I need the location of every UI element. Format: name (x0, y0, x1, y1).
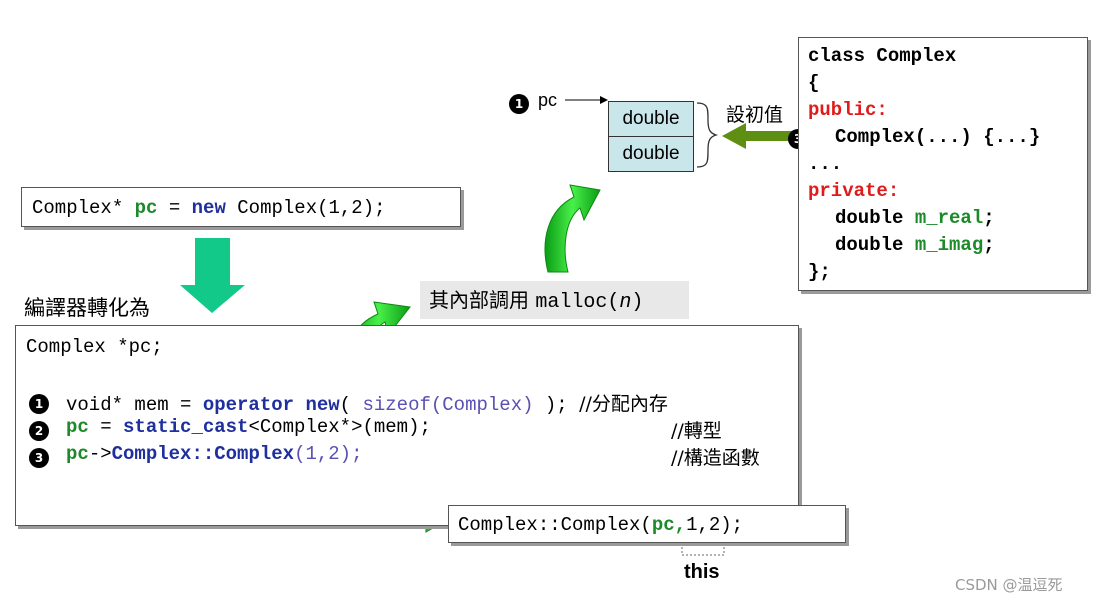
class-line-private: private: (808, 180, 900, 202)
memory-cell-imag: double (608, 136, 694, 172)
ctor-call-box: Complex::Complex(pc,1,2); (448, 505, 846, 543)
memory-pc-label: pc (538, 90, 558, 110)
init-label: 設初值 (726, 104, 784, 126)
class-line-ellipsis: ... (808, 153, 843, 175)
memory-cell-real: double (608, 101, 694, 137)
ctor-init-arrow (722, 123, 800, 149)
this-label: this (684, 561, 720, 583)
class-line-header: class Complex (808, 45, 957, 67)
compiler-label: 編譯器轉化為 (24, 296, 150, 320)
top-code-box: Complex* pc = new Complex(1,2); (21, 187, 461, 227)
watermark: CSDN @温逗死 (955, 576, 1063, 594)
class-line-ctor: Complex(...) {...} (835, 126, 1041, 148)
bullet-1: 1 (29, 394, 49, 414)
code-line-static-cast: pc = static_cast<Complex*>(mem); (66, 416, 431, 438)
class-line-public: public: (808, 99, 888, 121)
main-code-box: Complex *pc; void* mem = operator new( s… (15, 325, 799, 526)
pc-pointer-head (600, 96, 608, 104)
code-line-declare: Complex *pc; (26, 336, 163, 358)
class-line-real: double m_real; (835, 207, 995, 229)
bullet-2: 2 (29, 421, 49, 441)
comment-ctor: //構造函數 (671, 447, 760, 469)
class-line-close: }; (808, 261, 831, 283)
comment-cast: //轉型 (671, 420, 722, 442)
code-line-constructor: pc->Complex::Complex(1,2); (66, 443, 363, 465)
ctor-call-code: Complex::Complex(pc,1,2); (458, 514, 744, 536)
malloc-label: 其內部調用 malloc(n) (420, 281, 689, 319)
memory-bullet-1: 1 (509, 94, 529, 114)
class-line-open: { (808, 72, 820, 94)
init-brace (696, 102, 719, 168)
compile-down-arrow (180, 238, 245, 313)
class-line-imag: double m_imag; (835, 234, 995, 256)
malloc-to-memory-arrow (544, 184, 601, 273)
code-line-operator-new: void* mem = operator new( sizeof(Complex… (66, 393, 668, 416)
class-definition-box: class Complex { public: Complex(...) {..… (798, 37, 1088, 291)
new-expression: Complex* pc = new Complex(1,2); (32, 197, 386, 219)
bullet-3: 3 (29, 448, 49, 468)
